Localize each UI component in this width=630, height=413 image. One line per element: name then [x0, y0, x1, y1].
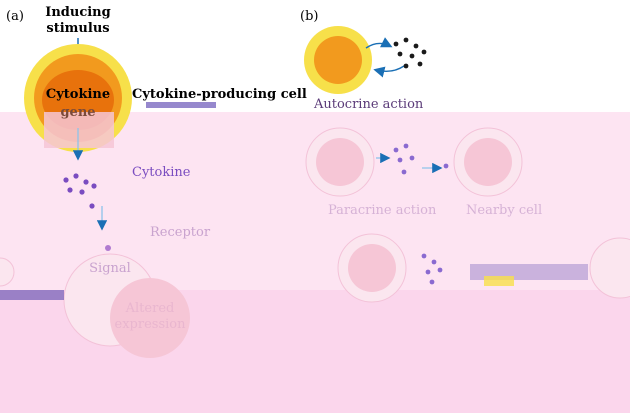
cytokine-dots [63, 173, 97, 209]
edge-cell [0, 257, 15, 287]
left-artifact [0, 290, 64, 300]
paracrine-label: Paracrine action [328, 203, 437, 218]
endocrine-dots [421, 253, 443, 285]
gene-label-1: Cytokine [46, 87, 110, 102]
autocrine-out-arrow [365, 37, 393, 49]
distant-cell [589, 237, 630, 299]
autocrine-in-arrow [373, 65, 405, 78]
target-label-2: expression [115, 317, 187, 332]
endocrine-source-nucleus [348, 244, 396, 292]
paracrine-source-nucleus [316, 138, 364, 186]
target-label-1: Altered [125, 301, 175, 316]
signal-label: Signal [89, 261, 131, 276]
autocrine-label: Autocrine action [313, 97, 424, 112]
nucleus-lower-wash [44, 112, 114, 148]
gene-label-2: gene [60, 105, 95, 120]
panel-b-tag: (b) [300, 9, 318, 24]
stimulus-label-2: stimulus [46, 21, 109, 36]
nearby-label: Nearby cell [466, 203, 542, 218]
cytokine-label: Cytokine [132, 165, 191, 180]
autocrine-nucleus [314, 36, 362, 84]
target-cell-nucleus [110, 278, 190, 358]
label-artifact [146, 102, 216, 108]
receptor-dot [105, 245, 111, 251]
receptor-label: Receptor [150, 225, 211, 240]
stimulus-label-1: Inducing [45, 5, 110, 20]
panel-a-tag: (a) [6, 9, 24, 24]
autocrine-dots [393, 37, 427, 69]
endocrine-artifact-yellow [484, 276, 514, 286]
nearby-cell-nucleus [464, 138, 512, 186]
paracrine-dots [393, 143, 449, 175]
producing-cell-label: Cytokine-producing cell [132, 87, 307, 102]
